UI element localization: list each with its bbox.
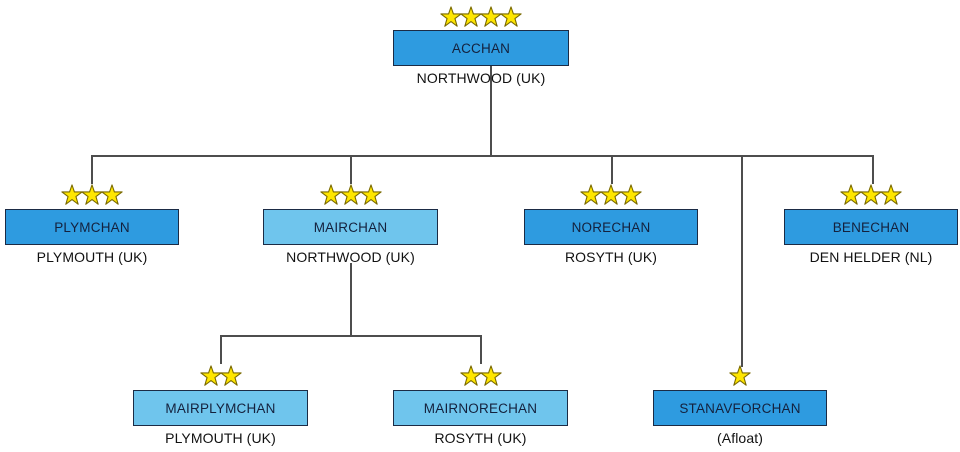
rank-star-icon bbox=[729, 365, 751, 386]
rank-stars-benechan bbox=[784, 184, 958, 206]
org-caption-acchan: NORTHWOOD (UK) bbox=[416, 70, 546, 86]
connector-acchan-stem bbox=[490, 66, 492, 155]
org-node-benechan[interactable]: BENECHAN DEN HELDER (NL) bbox=[784, 0, 958, 452]
org-box-acchan[interactable]: ACCHAN bbox=[393, 30, 569, 66]
org-box-mairchan[interactable]: MAIRCHAN bbox=[263, 209, 438, 245]
rank-star-icon bbox=[480, 6, 502, 27]
rank-star-icon bbox=[61, 184, 83, 205]
connector-drop-norechan bbox=[611, 155, 613, 184]
connector-drop-mairnorechan bbox=[480, 335, 482, 364]
org-node-plymchan[interactable]: PLYMCHAN PLYMOUTH (UK) bbox=[5, 0, 179, 452]
rank-star-icon bbox=[101, 184, 123, 205]
rank-star-icon bbox=[459, 365, 482, 386]
org-node-stanavforchan[interactable]: STANAVFORCHAN (Afloat) bbox=[653, 0, 827, 452]
org-caption-plymchan: PLYMOUTH (UK) bbox=[36, 249, 148, 265]
rank-star-icon bbox=[580, 184, 602, 205]
rank-star-icon bbox=[460, 6, 482, 27]
org-box-benechan[interactable]: BENECHAN bbox=[784, 209, 958, 245]
rank-star-icon bbox=[219, 365, 242, 386]
connector-tier3-bus bbox=[220, 335, 481, 337]
rank-stars-mairchan bbox=[263, 184, 438, 206]
connector-drop-mairplymchan bbox=[220, 335, 222, 364]
connector-drop-stanavforchan bbox=[741, 155, 743, 367]
rank-stars-mairnorechan bbox=[393, 365, 568, 387]
rank-star-icon bbox=[81, 184, 103, 205]
connector-drop-plymchan bbox=[91, 155, 93, 184]
connector-mairchan-stem bbox=[350, 263, 352, 335]
org-box-mairplymchan[interactable]: MAIRPLYMCHAN bbox=[133, 390, 308, 426]
rank-stars-norechan bbox=[524, 184, 698, 206]
org-node-norechan[interactable]: NORECHAN ROSYTH (UK) bbox=[524, 0, 698, 452]
rank-star-icon bbox=[500, 6, 522, 27]
rank-star-icon bbox=[479, 365, 502, 386]
rank-star-icon bbox=[880, 184, 902, 205]
rank-stars-mairplymchan bbox=[133, 365, 308, 387]
connector-drop-mairchan bbox=[350, 155, 352, 184]
org-caption-mairplymchan: PLYMOUTH (UK) bbox=[165, 430, 276, 446]
org-box-norechan[interactable]: NORECHAN bbox=[524, 209, 698, 245]
org-caption-stanavforchan: (Afloat) bbox=[717, 430, 763, 446]
org-caption-norechan: ROSYTH (UK) bbox=[564, 249, 658, 265]
rank-star-icon bbox=[199, 365, 222, 386]
org-caption-mairnorechan: ROSYTH (UK) bbox=[434, 430, 527, 446]
rank-stars-acchan bbox=[393, 6, 569, 28]
org-caption-benechan: DEN HELDER (NL) bbox=[809, 249, 933, 265]
connector-drop-benechan bbox=[872, 155, 874, 184]
rank-star-icon bbox=[319, 184, 342, 205]
rank-stars-stanavforchan bbox=[653, 365, 827, 387]
org-node-mairnorechan[interactable]: MAIRNORECHAN ROSYTH (UK) bbox=[393, 0, 568, 452]
rank-star-icon bbox=[359, 184, 382, 205]
rank-star-icon bbox=[840, 184, 862, 205]
org-box-plymchan[interactable]: PLYMCHAN bbox=[5, 209, 179, 245]
org-box-stanavforchan[interactable]: STANAVFORCHAN bbox=[653, 390, 827, 426]
rank-star-icon bbox=[620, 184, 642, 205]
org-box-mairnorechan[interactable]: MAIRNORECHAN bbox=[393, 390, 568, 426]
rank-star-icon bbox=[860, 184, 882, 205]
rank-stars-plymchan bbox=[5, 184, 179, 206]
rank-star-icon bbox=[600, 184, 622, 205]
rank-star-icon bbox=[339, 184, 362, 205]
rank-star-icon bbox=[440, 6, 462, 27]
connector-tier2-bus bbox=[91, 155, 872, 157]
